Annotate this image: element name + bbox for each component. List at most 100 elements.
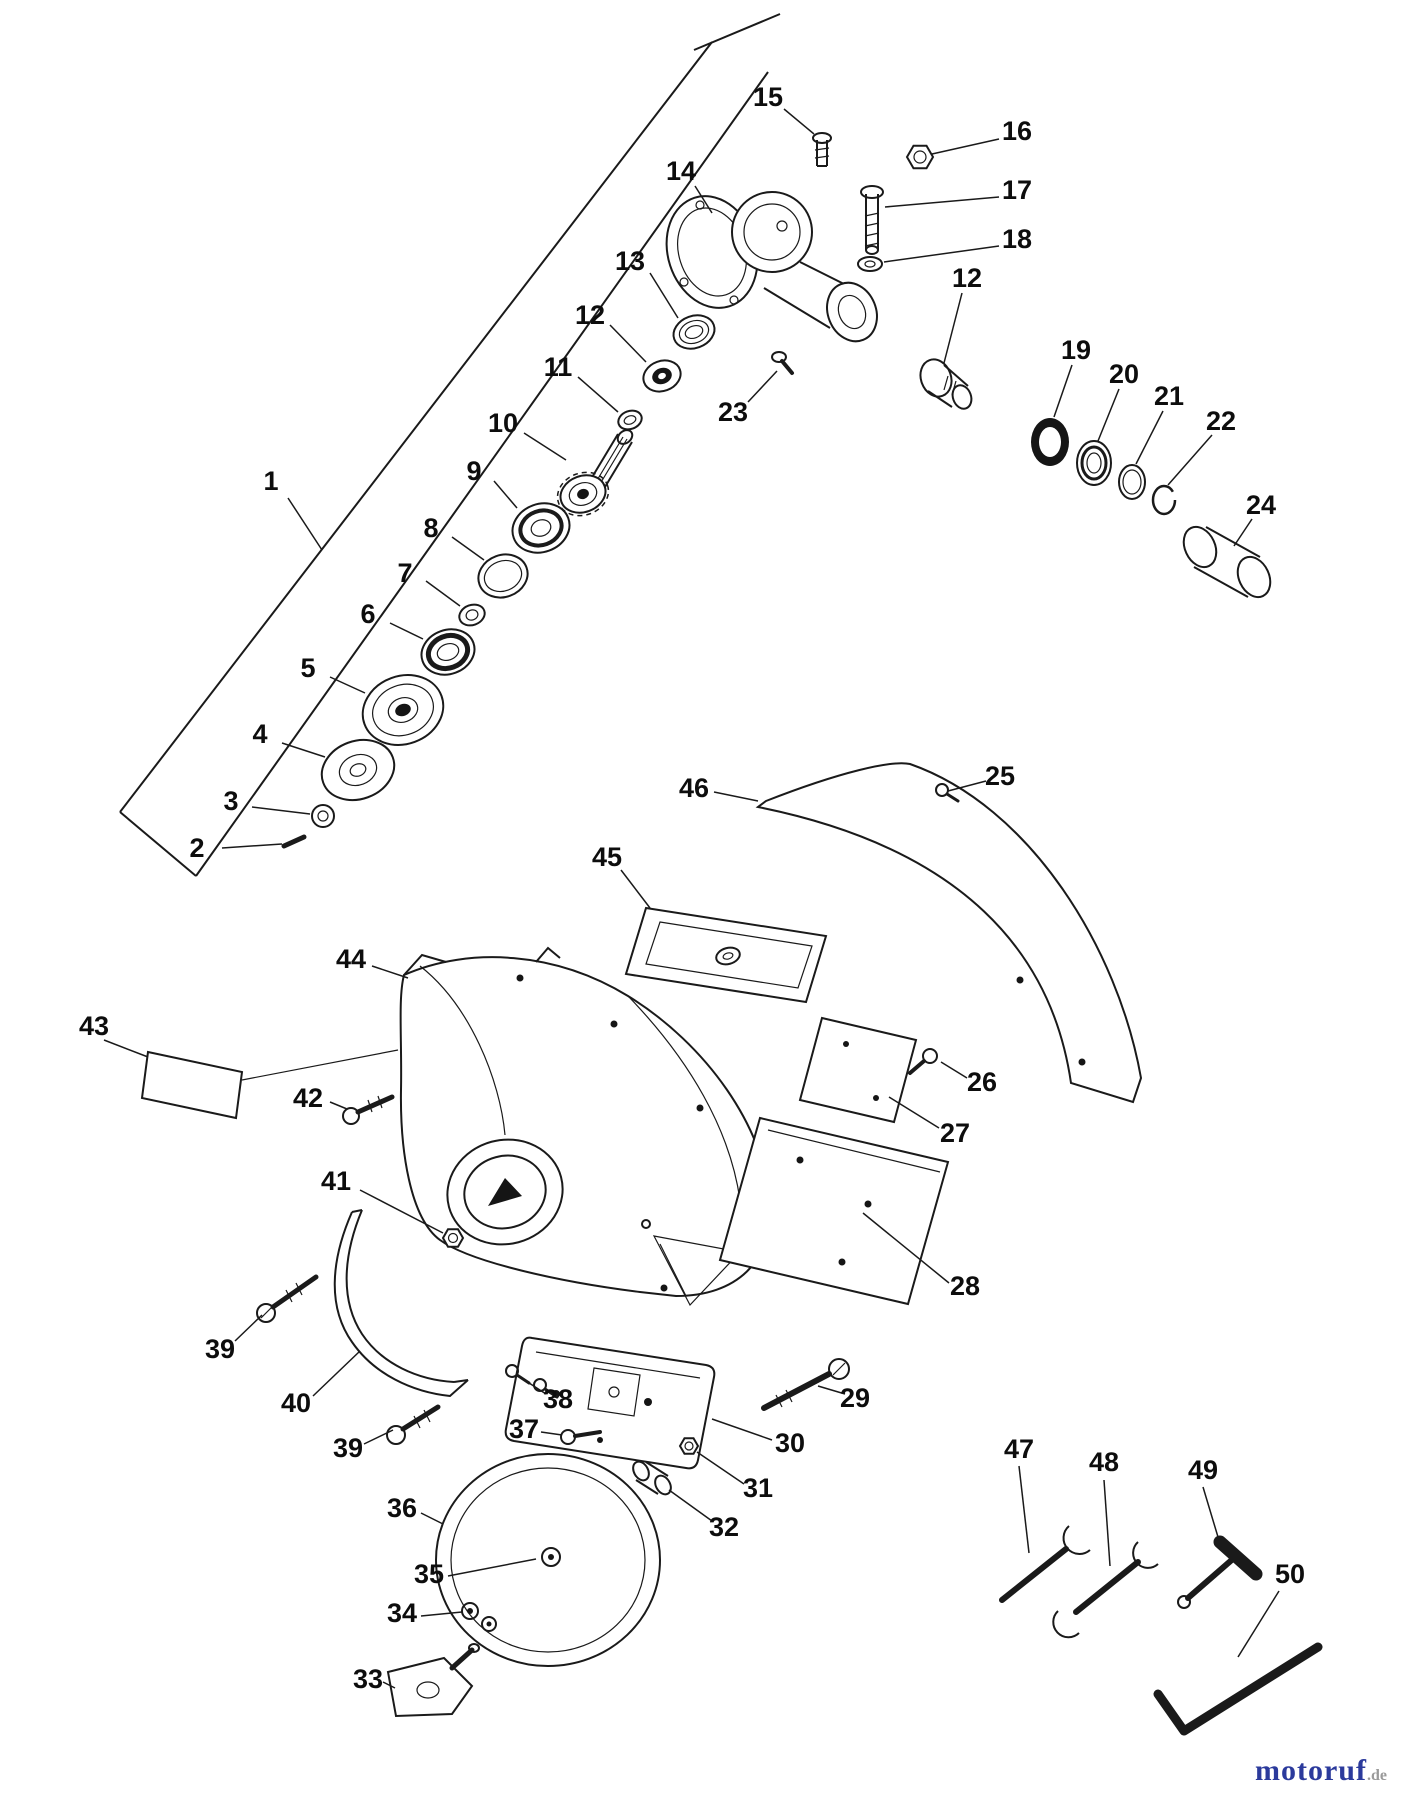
callout-41: 41 <box>321 1166 351 1196</box>
callout-44: 44 <box>336 944 366 974</box>
callout-42: 42 <box>293 1083 323 1113</box>
part-21-ring <box>1118 464 1146 500</box>
part-14-gear-housing <box>665 191 878 343</box>
callout-33: 33 <box>353 1664 383 1694</box>
part-10-gear-shaft <box>556 429 634 517</box>
callout-34: 34 <box>387 1598 417 1628</box>
part-30-mount-plate <box>504 1336 716 1470</box>
part-22-snap-ring <box>1151 484 1177 516</box>
part-13-spring <box>672 314 716 350</box>
callout-15: 15 <box>753 82 783 112</box>
part-45-blade <box>624 906 828 1004</box>
part-1-shaft-housing-tube <box>119 13 781 877</box>
part-39-bolt-lower <box>386 1404 441 1445</box>
callout-36: 36 <box>387 1493 417 1523</box>
part-43-label-plate <box>140 1049 399 1120</box>
part-46-guard-frame <box>755 762 1143 1104</box>
part-7-retaining-ring <box>458 603 486 627</box>
callout-21: 21 <box>1154 381 1184 411</box>
part-34-washers <box>461 1602 497 1632</box>
part-29-bolt <box>761 1358 850 1411</box>
part-39-bolt-upper <box>256 1274 319 1323</box>
part-24-sleeve-tube <box>1182 525 1272 599</box>
part-28-plate <box>718 1116 950 1306</box>
part-9-bearing <box>511 502 571 554</box>
part-11-clip-ring <box>617 409 643 431</box>
callout-35: 35 <box>414 1559 444 1589</box>
part-15-screw <box>812 132 832 167</box>
callout-50: 50 <box>1275 1559 1305 1589</box>
callout-19: 19 <box>1061 335 1091 365</box>
callout-9: 9 <box>466 456 481 486</box>
part-5-hub-pulley <box>361 674 445 746</box>
callout-37: 37 <box>509 1414 539 1444</box>
callout-7: 7 <box>397 558 412 588</box>
part-25-screw <box>935 783 960 803</box>
part-18-washer <box>857 256 883 272</box>
callout-39a: 39 <box>205 1334 235 1364</box>
callout-29: 29 <box>840 1383 870 1413</box>
callout-38: 38 <box>543 1384 573 1414</box>
watermark-suffix: .de <box>1367 1767 1387 1784</box>
callout-48: 48 <box>1089 1447 1119 1477</box>
callout-13: 13 <box>615 246 645 276</box>
callout-25: 25 <box>985 761 1015 791</box>
part-4-washer-disc <box>320 738 396 802</box>
watermark-brand: motoruf <box>1255 1754 1367 1787</box>
callout-17: 17 <box>1002 175 1032 205</box>
callout-5: 5 <box>300 653 315 683</box>
callout-11: 11 <box>544 352 573 382</box>
callout-49: 49 <box>1188 1455 1218 1485</box>
part-16-nut <box>905 144 935 170</box>
callout-1: 1 <box>263 466 278 496</box>
callout-20: 20 <box>1109 359 1139 389</box>
callout-3: 3 <box>223 786 238 816</box>
callout-26: 26 <box>967 1067 997 1097</box>
callout-10: 10 <box>488 408 518 438</box>
tool-49-socket-tool <box>1177 1535 1263 1609</box>
callout-30: 30 <box>775 1428 805 1458</box>
part-3-nut <box>311 804 335 828</box>
part-17-bolt <box>860 185 884 255</box>
callout-45: 45 <box>592 842 622 872</box>
callout-6: 6 <box>360 599 375 629</box>
part-20-bearing <box>1076 440 1112 486</box>
callout-12a: 12 <box>575 300 605 330</box>
callout-2: 2 <box>189 833 204 863</box>
part-8-o-ring <box>477 553 529 599</box>
callout-39b: 39 <box>333 1433 363 1463</box>
callout-32: 32 <box>709 1512 739 1542</box>
part-33-axle-bracket <box>386 1643 480 1718</box>
part-42-bolt <box>342 1094 395 1125</box>
part-32-spacer <box>632 1460 672 1496</box>
part-26-screw <box>908 1048 938 1075</box>
tool-47-wrench <box>999 1525 1091 1603</box>
part-31-nut <box>678 1437 700 1455</box>
callout-14: 14 <box>666 156 696 186</box>
watermark: motoruf.de <box>1255 1754 1387 1788</box>
callout-18: 18 <box>1002 224 1032 254</box>
part-27-plate <box>798 1016 918 1124</box>
callout-8: 8 <box>423 513 438 543</box>
part-2-pin <box>281 834 307 849</box>
part-41-nut <box>441 1228 465 1248</box>
callout-47: 47 <box>1004 1434 1034 1464</box>
callout-4: 4 <box>252 719 267 749</box>
part-12-washer <box>642 359 682 393</box>
callout-12b: 12 <box>952 263 982 293</box>
part-37-bolt <box>560 1429 602 1445</box>
callout-24: 24 <box>1246 490 1276 520</box>
callout-46: 46 <box>679 773 709 803</box>
tool-50-hex-key <box>1153 1642 1323 1736</box>
callout-43: 43 <box>79 1011 109 1041</box>
part-40-bracket-strip <box>333 1209 469 1398</box>
callout-40: 40 <box>281 1388 311 1418</box>
callout-27: 27 <box>940 1118 970 1148</box>
part-19-bearing-race <box>1031 418 1069 466</box>
part-6-bearing <box>420 628 476 676</box>
callout-16: 16 <box>1002 116 1032 146</box>
part-44-shield <box>399 946 772 1307</box>
part-36-wheel <box>435 1453 661 1667</box>
